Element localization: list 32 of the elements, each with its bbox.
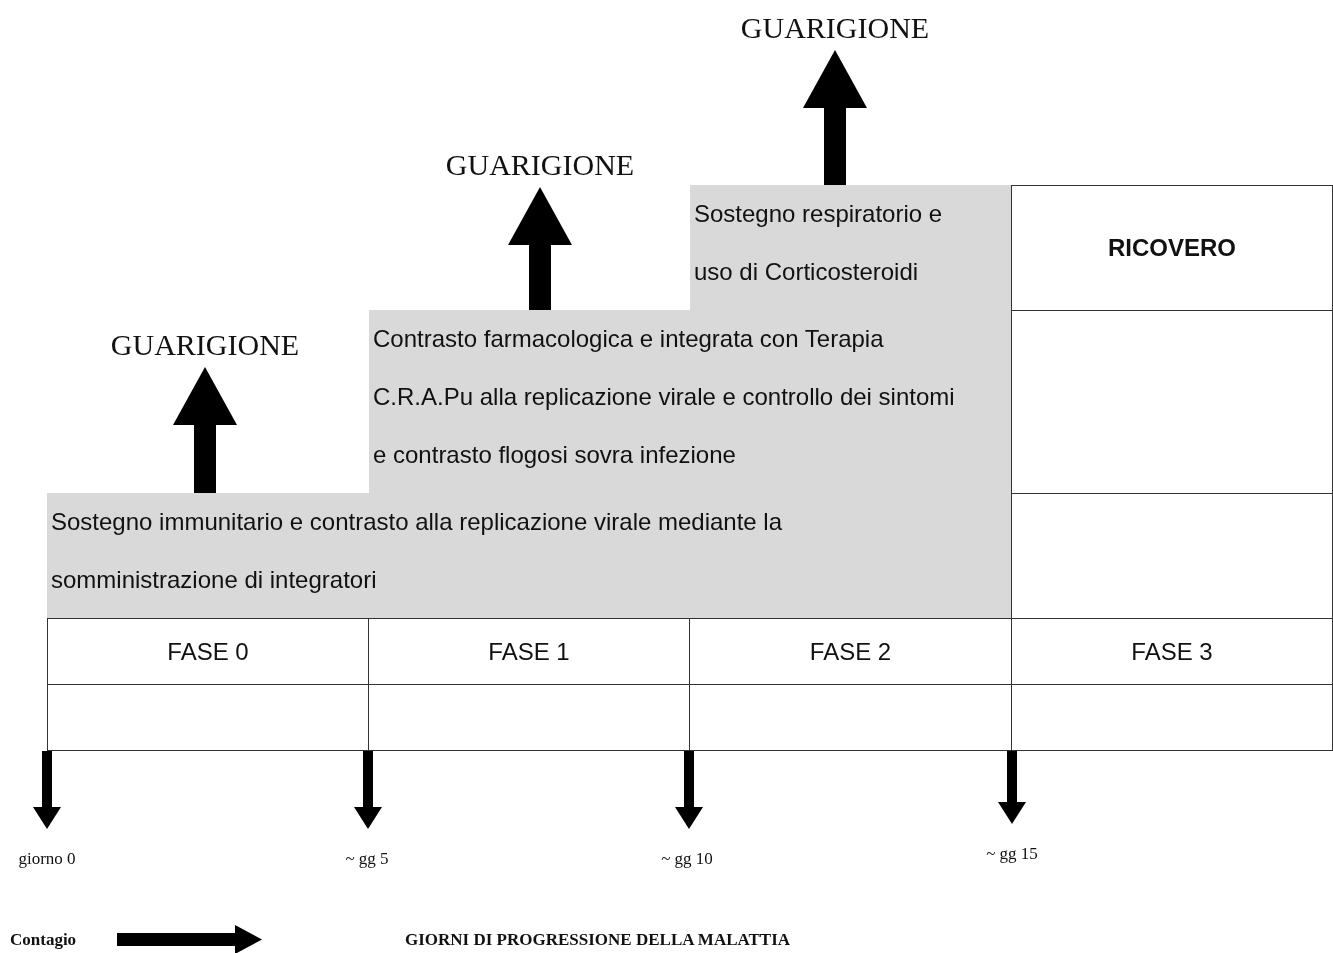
- table-cell: [1011, 310, 1333, 494]
- cell-text: RICOVERO: [1108, 234, 1236, 262]
- block-arrow: [508, 187, 572, 310]
- cell-text: FASE 3: [1131, 637, 1213, 666]
- cell-text: Sostegno respiratorio e uso di Corticosteroidi: [694, 199, 944, 287]
- table-cell: [47, 618, 369, 685]
- phase-treatment-box: [47, 493, 1012, 618]
- cell-text: FASE 1: [488, 637, 570, 666]
- block-arrow: [33, 751, 61, 829]
- day-label: giorno 0: [18, 849, 76, 869]
- block-arrow: [675, 751, 703, 829]
- heading-text: GUARIGIONE: [445, 147, 635, 182]
- table-cell: [1011, 493, 1333, 619]
- cell-text: Contrasto farmacologica e integrata con Terapia C.R.A.Pu alla replicazione virale e controllo dei sintomi e contrasto flogosi sovra infezione: [373, 324, 956, 470]
- heading-text: GUARIGIONE: [740, 10, 930, 45]
- block-arrow: [354, 751, 382, 829]
- day-label: ~ gg 10: [661, 849, 713, 869]
- cell-text: FASE 2: [809, 637, 892, 666]
- block-arrow: [803, 50, 867, 185]
- table-cell: [47, 684, 369, 751]
- cell-text: Sostegno immunitario e contrasto alla replicazione virale mediante la somministrazione di integratori: [51, 507, 784, 595]
- heading-text: GUARIGIONE: [110, 327, 300, 362]
- axis-title: GIORNI DI PROGRESSIONE DELLA MALATTIA: [405, 930, 791, 950]
- table-cell: [1011, 684, 1333, 751]
- cell-text: FASE 0: [167, 637, 249, 666]
- table-cell: [1011, 185, 1333, 311]
- block-arrow: [998, 751, 1026, 824]
- day-label: ~ gg 15: [986, 844, 1038, 864]
- phase-treatment-box: [690, 185, 1012, 310]
- axis-start-label: Contagio: [10, 930, 77, 950]
- block-arrow: [173, 367, 237, 493]
- day-label: ~ gg 5: [345, 849, 389, 869]
